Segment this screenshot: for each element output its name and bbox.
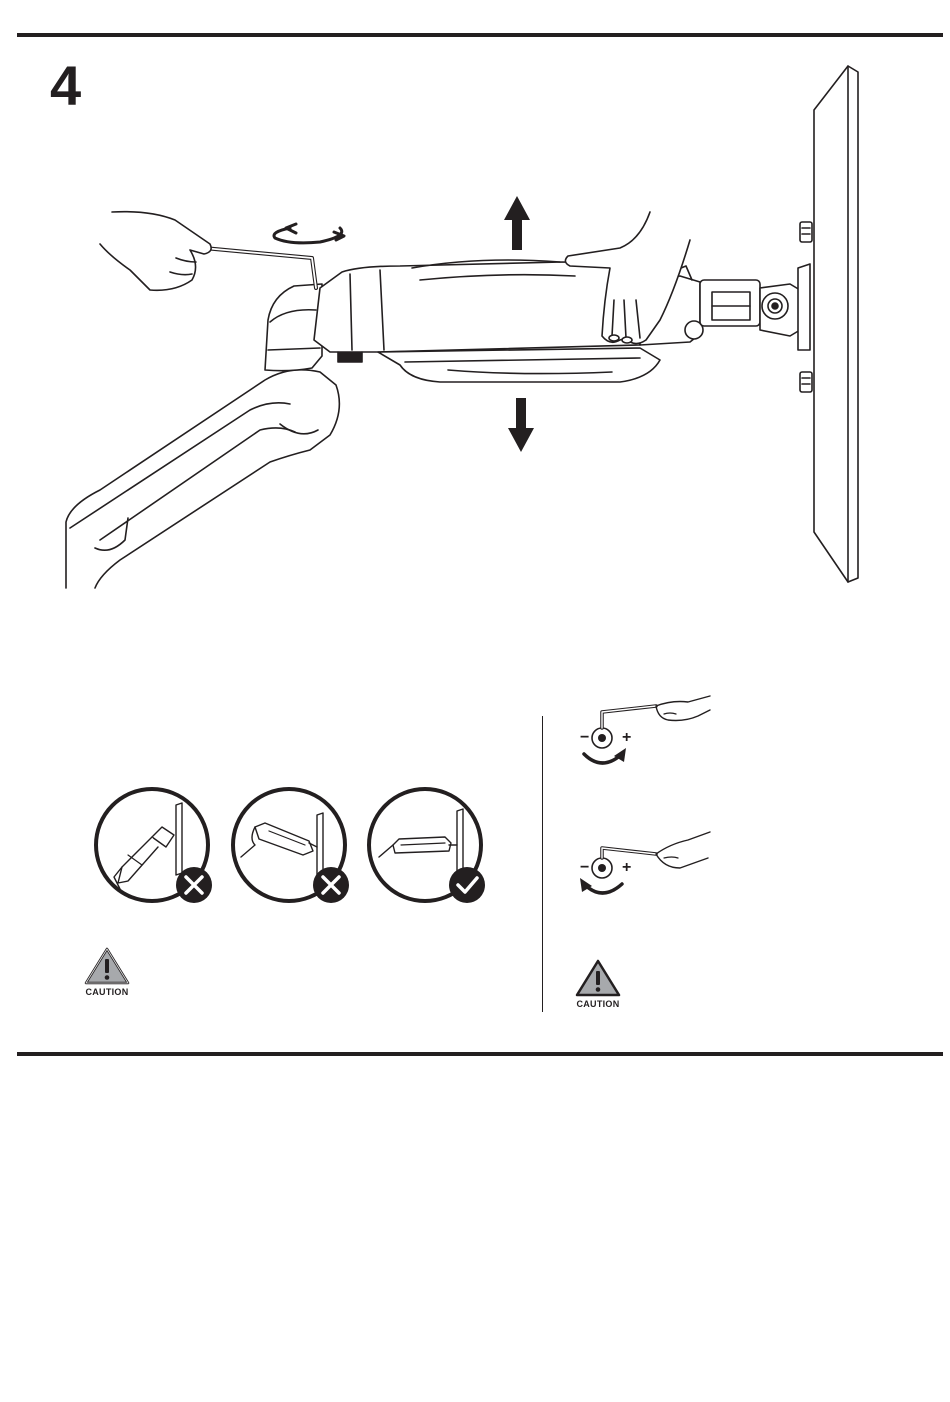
top-rule xyxy=(17,33,943,37)
bottom-rule xyxy=(17,1052,943,1056)
warning-triangle-icon xyxy=(83,946,131,986)
position-example-3 xyxy=(365,785,489,909)
tension-increase-illustration: − + xyxy=(560,692,720,782)
position-example-2 xyxy=(229,785,353,909)
x-mark-icon xyxy=(313,867,349,903)
section-divider xyxy=(542,716,543,1012)
x-mark-icon xyxy=(176,867,212,903)
caution-label: CAUTION xyxy=(77,987,137,997)
minus-symbol: − xyxy=(580,859,589,876)
caution-label: CAUTION xyxy=(568,999,628,1009)
monitor-arm-illustration xyxy=(0,40,950,600)
check-mark-icon xyxy=(449,867,485,903)
caution-right: CAUTION xyxy=(568,958,628,1009)
caution-left: CAUTION xyxy=(77,946,137,997)
position-example-1 xyxy=(92,785,216,909)
warning-triangle-icon xyxy=(574,958,622,998)
plus-symbol: + xyxy=(622,859,631,876)
tension-decrease-illustration: − + xyxy=(560,822,720,912)
minus-symbol: − xyxy=(580,729,589,746)
plus-symbol: + xyxy=(622,729,631,746)
